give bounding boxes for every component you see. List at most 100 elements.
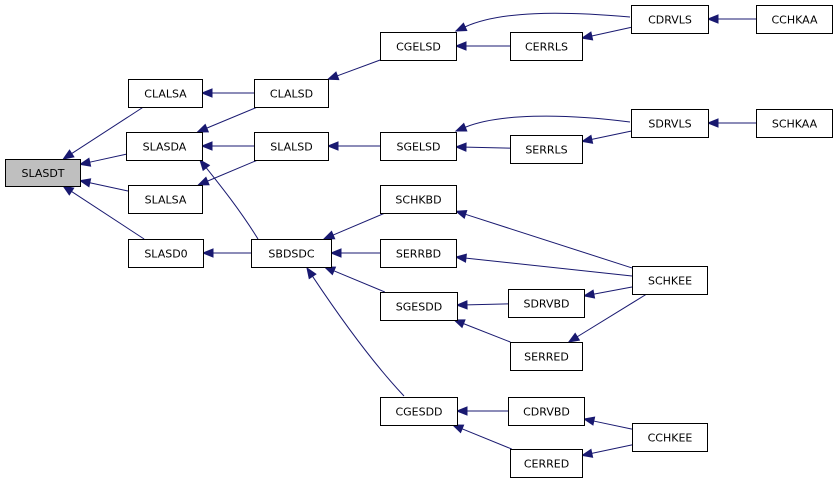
node-label: SERRLS [525,144,567,157]
arrowhead-icon [78,157,92,167]
node-label: SDRVLS [648,118,691,131]
node-cerrls[interactable]: CERRLS [510,32,583,61]
arrowhead-icon [580,448,594,458]
edge-line [591,130,632,140]
node-schkee[interactable]: SCHKEE [632,266,708,295]
node-label: SBDSDC [268,248,314,261]
node-box [126,132,203,161]
edge-line [333,270,386,293]
node-cchkaa[interactable]: CCHKAA [756,5,833,34]
node-cdrvbd[interactable]: CDRVBD [508,397,585,426]
edge-sgesdd-to-sbdsdc [323,266,386,293]
edge-cchkee-to-cdrvbd [582,416,633,430]
node-box [632,423,708,452]
node-box [631,5,709,34]
node-slasdt[interactable]: SLASDT [5,159,81,187]
arrowhead-icon [62,149,75,160]
arrowhead-icon [200,141,213,151]
edge-slalsa-to-slasdt [78,178,129,192]
edge-line [337,59,381,77]
arrowhead-icon [706,14,719,24]
arrowhead-icon [582,289,596,299]
arrowhead-icon [454,122,468,132]
node-box [380,32,457,61]
node-label: CDRVLS [648,14,692,27]
node-box [510,32,583,61]
node-label: SLASD0 [144,248,187,261]
node-serrls[interactable]: SERRLS [510,135,583,164]
edge-clalsd-to-slasda [196,106,258,133]
arrowhead-icon [201,248,214,258]
node-cgesdd[interactable]: CGESDD [380,397,458,426]
node-box [510,449,583,478]
node-label: SGESDD [396,301,442,314]
arrowhead-icon [78,178,92,188]
node-clalsd[interactable]: CLALSD [254,79,329,108]
node-cgelsd[interactable]: CGELSD [380,32,457,61]
edge-line [465,257,633,277]
edge-line [577,293,648,338]
edge-line [71,191,145,240]
node-label: CDRVBD [523,406,570,419]
edge-line [591,26,632,37]
node-box [632,266,708,295]
node-cerred[interactable]: CERRED [510,449,583,478]
arrowhead-icon [306,266,317,280]
node-box [380,397,458,426]
node-slasda[interactable]: SLASDA [126,132,203,161]
arrowhead-icon [582,416,596,426]
arrowhead-icon [706,118,719,128]
node-sdrvbd[interactable]: SDRVBD [508,289,585,318]
node-slalsd[interactable]: SLALSD [254,132,329,161]
node-schkaa[interactable]: SCHKAA [756,109,833,138]
node-box [254,132,329,161]
node-label: CCHKAA [771,14,817,27]
edge-line [461,428,512,450]
edge-sgelsd-to-slalsd [326,141,380,151]
node-label: SLASDT [21,167,64,180]
arrowhead-icon [455,406,468,416]
node-label: SERRED [524,351,569,364]
node-box [5,159,81,187]
edge-line [465,146,511,149]
edge-line [206,106,258,129]
arrowhead-icon [455,300,468,310]
node-sgelsd[interactable]: SGELSD [380,132,457,161]
edge-line [593,420,633,430]
node-slasd0[interactable]: SLASD0 [128,239,204,268]
node-label: SCHKAA [772,118,818,131]
node-label: SGELSD [396,141,440,154]
node-clalsa[interactable]: CLALSA [128,79,203,108]
node-layer: SLASDT CLALSA SLASDA SLALSA SLASD0 CLALSD SLAL… [5,5,833,478]
edge-cdrvls-to-cerrls [580,26,632,41]
edge-clalsa-to-slasdt [62,106,144,160]
node-box [254,79,329,108]
edge-slasd0-to-slasdt [62,185,145,240]
arrowhead-icon [197,176,210,186]
edge-serrbd-to-sbdsdc [329,248,380,258]
node-label: SLALSD [270,141,312,154]
edge-serred-to-sgesdd [452,319,511,343]
edge-cdrvbd-to-cgesdd [455,406,508,416]
node-box [380,239,457,268]
edge-sdrvls-to-serrls [580,130,632,144]
edge-cerrls-to-cgelsd [454,41,510,51]
arrowhead-icon [454,22,468,32]
node-sgesdd[interactable]: SGESDD [380,292,458,321]
arrowhead-icon [452,319,466,329]
arrowhead-icon [567,332,581,343]
node-serred[interactable]: SERRED [510,342,583,371]
node-serrbd[interactable]: SERRBD [380,239,457,268]
node-label: CERRLS [525,41,568,54]
edge-line [593,286,633,295]
node-slalsa[interactable]: SLALSA [128,185,203,214]
node-box [128,239,204,268]
node-sbdsdc[interactable]: SBDSDC [251,239,332,268]
node-sdrvls[interactable]: SDRVLS [631,109,709,138]
node-schkbd[interactable]: SCHKBD [380,185,457,214]
edge-line [466,303,509,306]
node-cdrvls[interactable]: CDRVLS [631,5,709,34]
node-cchkee[interactable]: CCHKEE [632,423,708,452]
edge-line [205,167,259,240]
node-box [380,132,457,161]
